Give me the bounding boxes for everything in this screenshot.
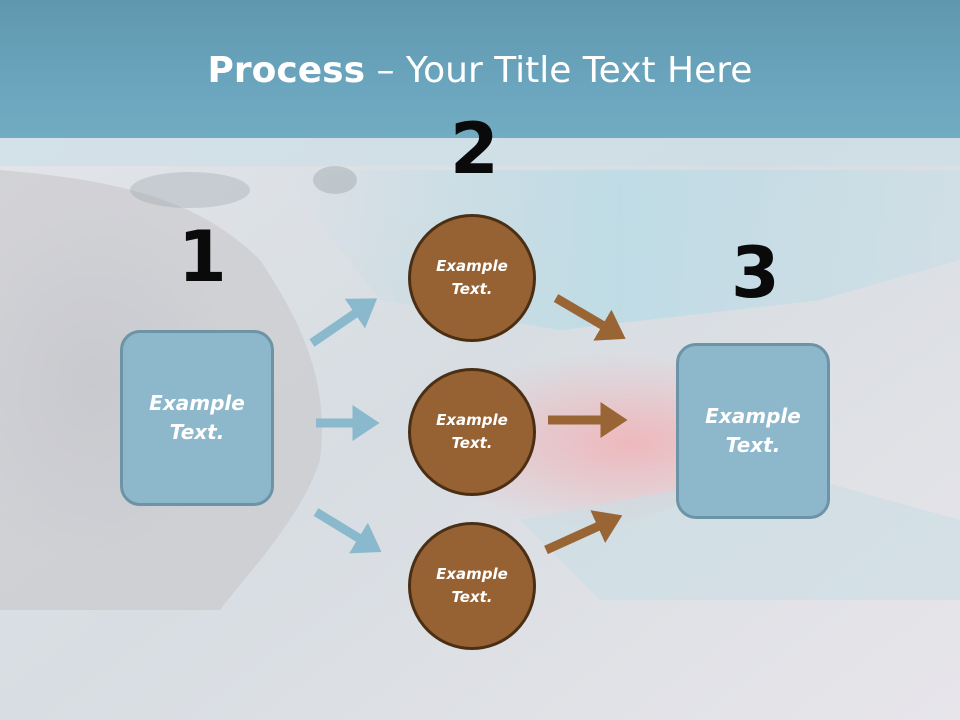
title-bold: Process: [207, 50, 366, 91]
step-1-text: Example Text.: [149, 391, 245, 444]
step-3-box[interactable]: Example Text.: [676, 343, 830, 519]
title-band: [0, 0, 960, 138]
step-3-text: Example Text.: [705, 404, 801, 457]
step-number-2: 2: [450, 108, 499, 190]
title-rest: – Your Title Text Here: [365, 50, 753, 91]
step-number-1: 1: [178, 216, 227, 298]
step-1-box[interactable]: Example Text.: [120, 330, 274, 506]
title-strip: [0, 138, 960, 166]
step-number-3: 3: [731, 232, 780, 314]
circle-middle-text: Example Text.: [436, 411, 508, 452]
slide-title: Process – Your Title Text Here: [0, 50, 960, 91]
step-2-circle-top[interactable]: Example Text.: [408, 214, 536, 342]
circle-bottom-text: Example Text.: [436, 565, 508, 606]
step-2-circle-middle[interactable]: Example Text.: [408, 368, 536, 496]
step-2-circle-bottom[interactable]: Example Text.: [408, 522, 536, 650]
circle-top-text: Example Text.: [436, 257, 508, 298]
